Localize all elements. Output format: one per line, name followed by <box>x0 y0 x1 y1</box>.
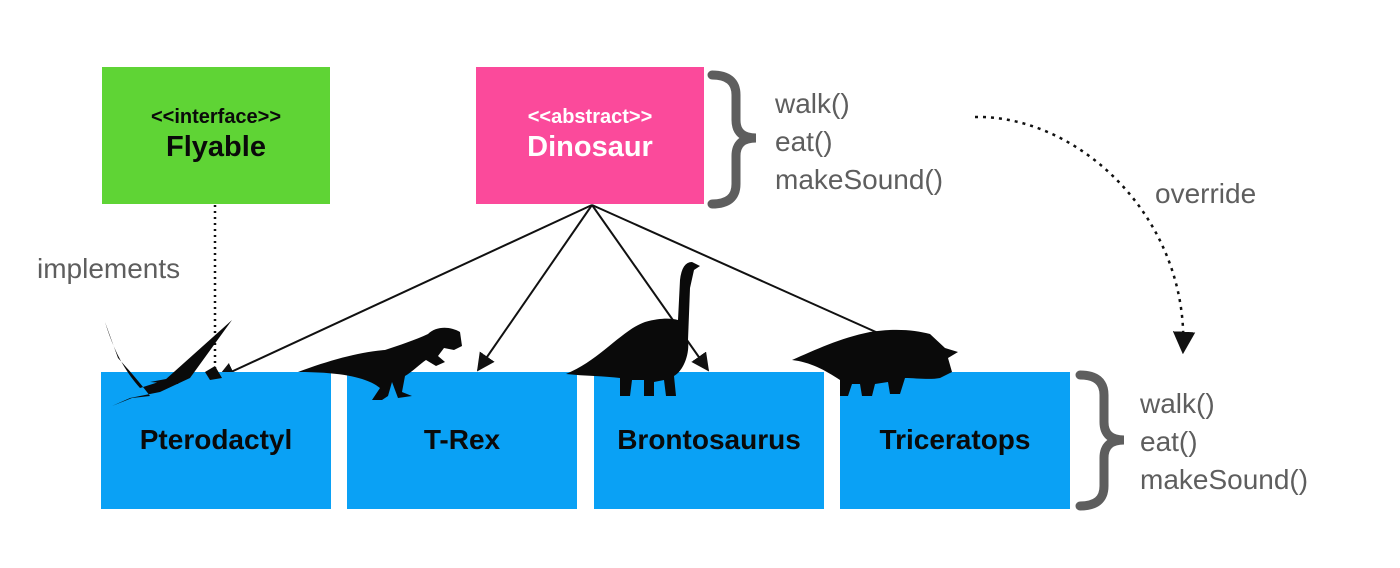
brace-bottom <box>1075 370 1125 511</box>
method-makesound: makeSound() <box>775 164 944 195</box>
method-makesound: makeSound() <box>1140 464 1309 495</box>
stereotype-label: <<abstract>> <box>527 106 653 129</box>
inherit-line-trex <box>476 204 593 372</box>
triceratops-icon <box>792 329 958 396</box>
method-eat: eat() <box>775 126 833 157</box>
flyable-interface-box: <<interface>> Flyable <box>102 67 330 204</box>
triceratops-class-box: Triceratops <box>840 372 1070 509</box>
class-name: T-Rex <box>423 424 501 455</box>
dinosaur-abstract-box: <<abstract>> Dinosaur <box>476 67 704 204</box>
brontosaurus-icon <box>566 262 700 396</box>
pterodactyl-class-box: Pterodactyl <box>101 372 331 509</box>
implements-label: implements <box>37 253 181 284</box>
abstract-methods-list: walk() eat() makeSound() <box>775 85 943 199</box>
class-name: Pterodactyl <box>139 424 293 455</box>
override-label: override <box>1155 178 1257 209</box>
method-walk: walk() <box>775 88 850 119</box>
t-rex-icon <box>298 327 462 400</box>
method-walk: walk() <box>1140 388 1215 419</box>
class-name: Flyable <box>166 131 266 164</box>
method-eat: eat() <box>1140 426 1198 457</box>
brontosaurus-class-box: Brontosaurus <box>594 372 824 509</box>
brace-top <box>707 70 757 209</box>
stereotype-label: <<interface>> <box>150 106 282 129</box>
overridden-methods-list: walk() eat() makeSound() <box>1140 385 1308 499</box>
class-name: Triceratops <box>879 424 1031 455</box>
inherit-line-brontosaurus <box>591 204 710 372</box>
class-name: Dinosaur <box>527 131 653 164</box>
override-arrow <box>974 115 1196 355</box>
inherit-line-triceratops <box>591 204 906 346</box>
inherit-line-pterodactyl <box>216 204 593 380</box>
class-name: Brontosaurus <box>617 424 801 455</box>
pterodactyl-icon <box>105 320 232 406</box>
